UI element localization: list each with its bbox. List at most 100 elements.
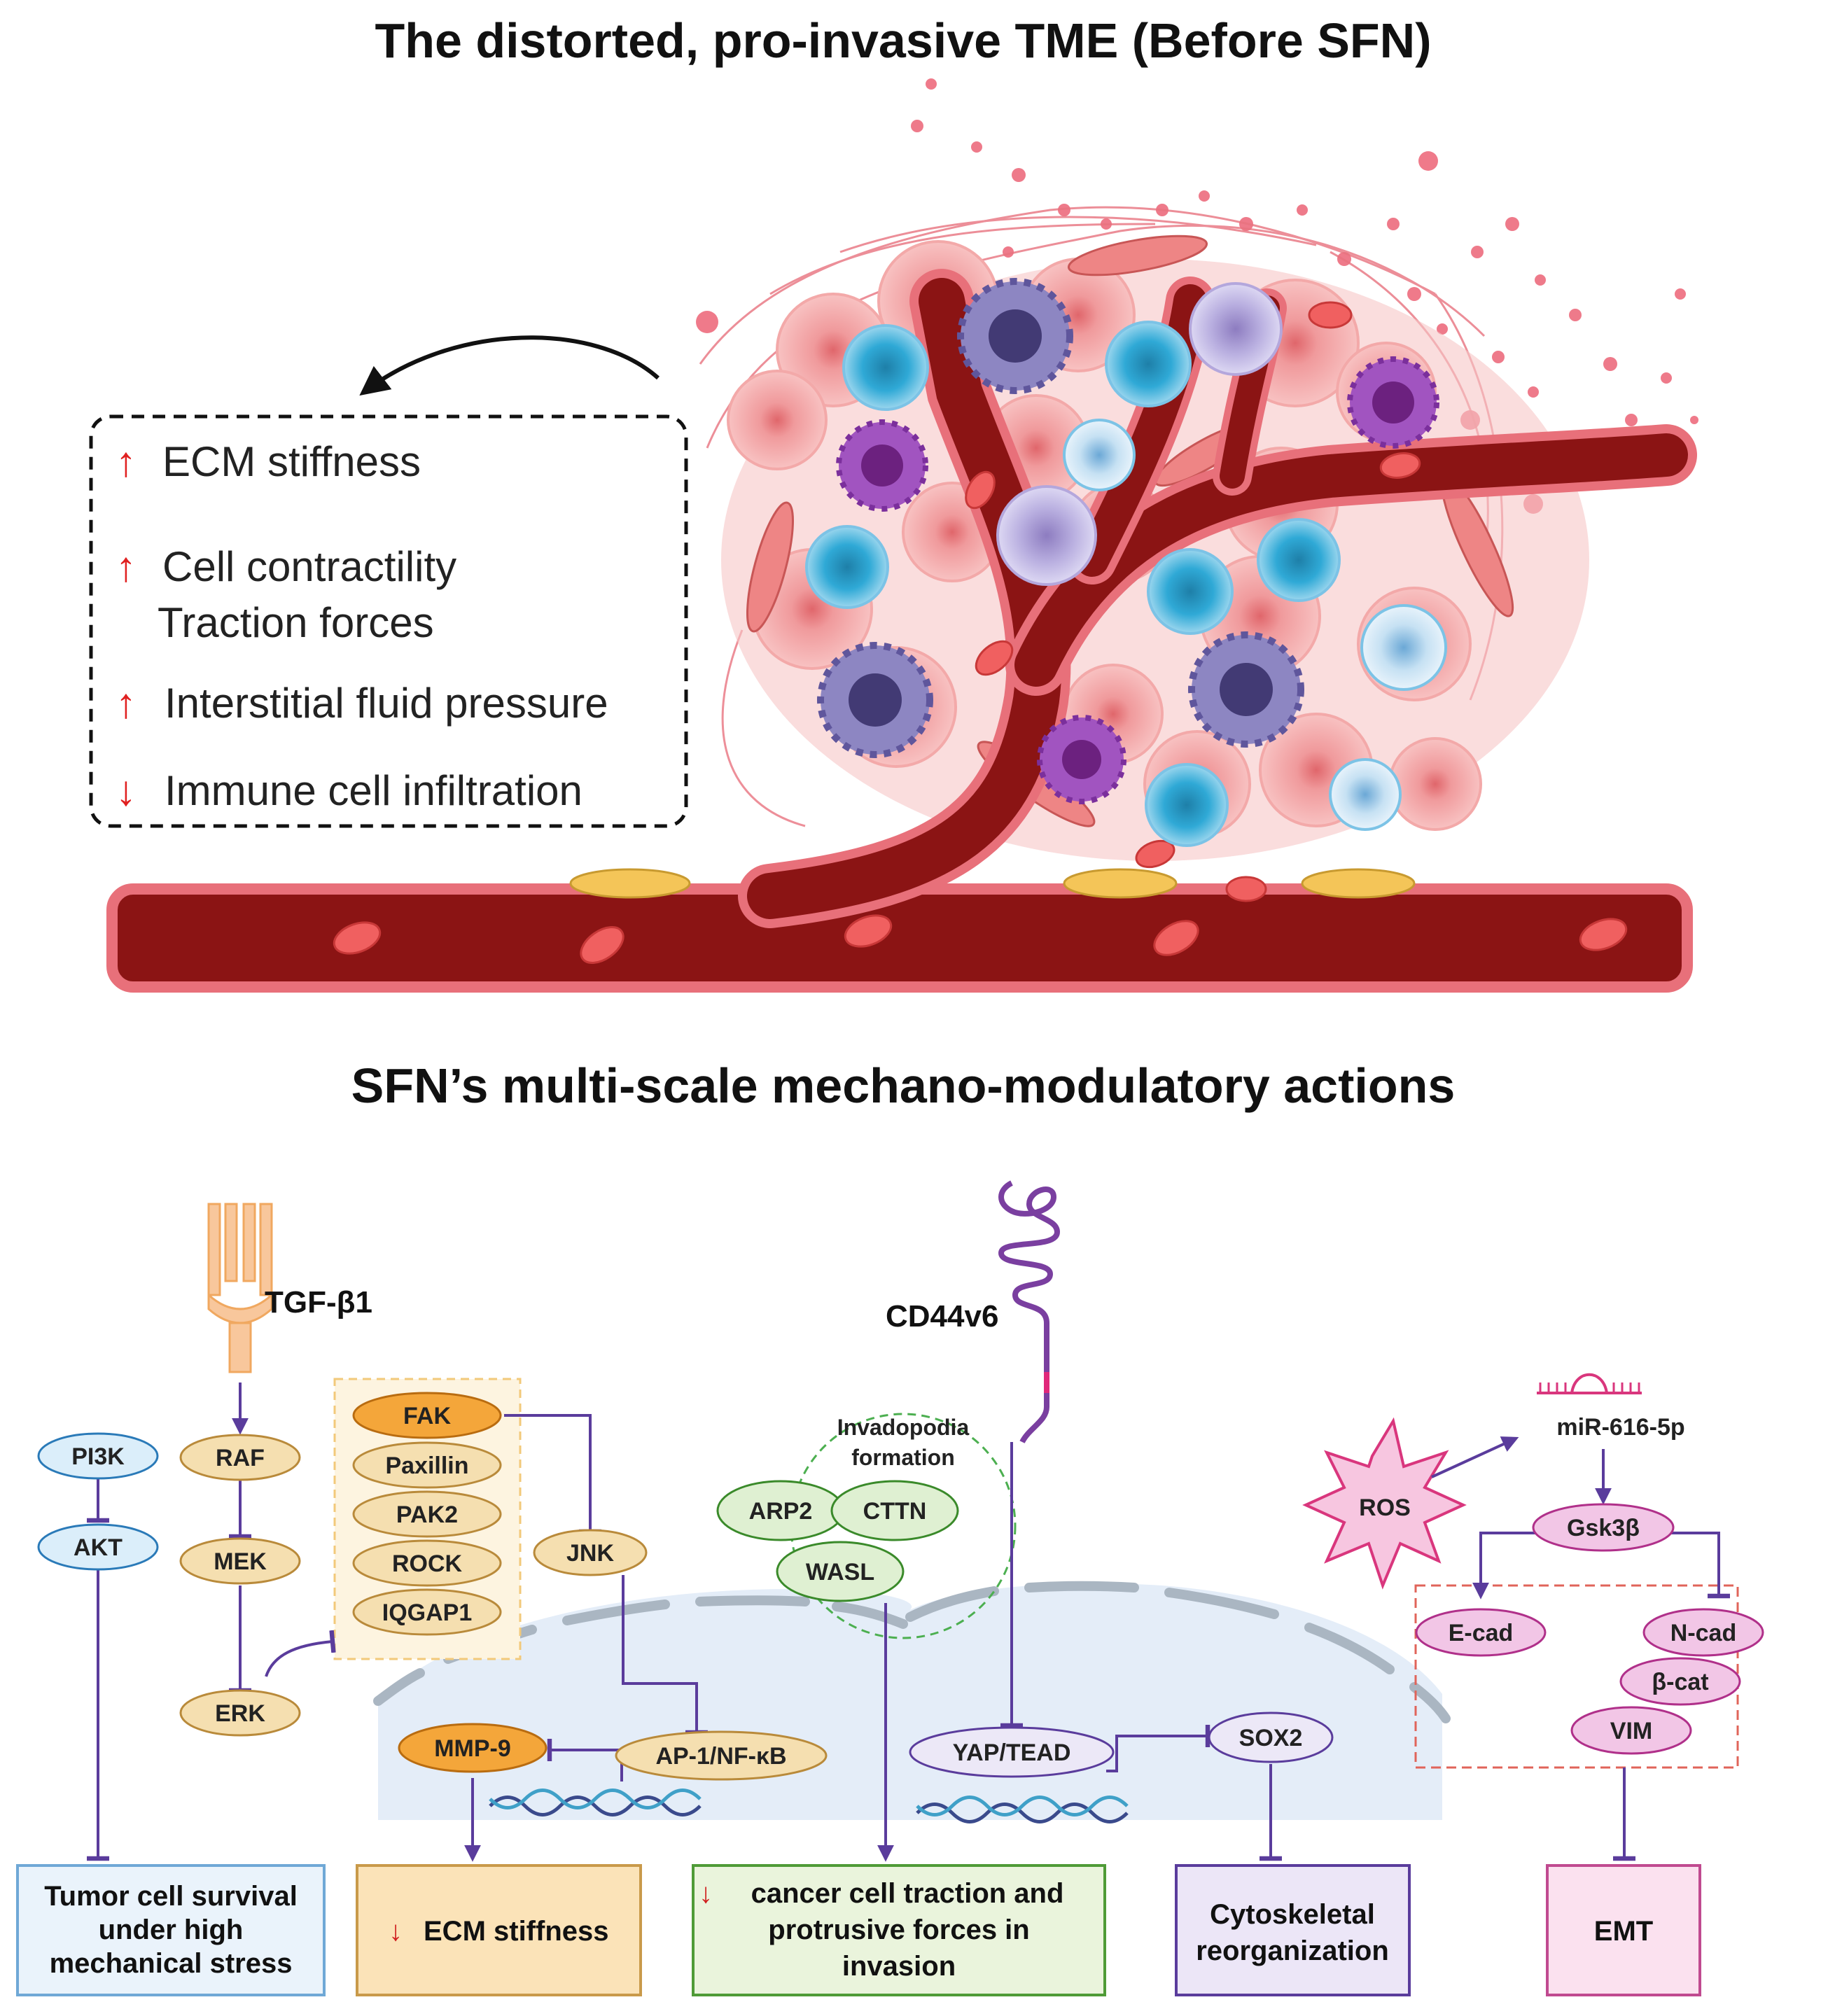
node-iqgap1 — [352, 1588, 502, 1636]
ros-burst-icon — [1302, 1417, 1467, 1590]
outcome-survival-line3: mechanical stress — [50, 1948, 293, 1979]
ros-label: ROS — [1359, 1494, 1411, 1521]
outcome-traction-line3: invasion — [842, 1951, 956, 1982]
pathway-connectors — [87, 1382, 1730, 1862]
nuclear-envelope — [373, 1581, 1451, 1723]
arrow-down-icon: ↓ — [116, 767, 137, 814]
node-pak2-label: PAK2 — [396, 1502, 458, 1528]
node-gsk3b-label: Gsk3β — [1567, 1515, 1640, 1541]
node-vim-label: VIM — [1610, 1718, 1652, 1744]
node-cttn-label: CTTN — [863, 1498, 927, 1525]
arrow-up-icon: ↑ — [116, 543, 137, 590]
outcome-survival — [16, 1864, 326, 1996]
tme-illustration — [106, 78, 1698, 993]
node-ap1 — [615, 1730, 828, 1781]
node-arp2-label: ARP2 — [749, 1498, 813, 1525]
node-paxillin-label: Paxillin — [385, 1452, 468, 1479]
node-jnk-label: JNK — [566, 1540, 614, 1567]
node-mmp9 — [398, 1723, 547, 1773]
node-raf — [179, 1434, 301, 1481]
outcome-ecm-text: ECM stiffness — [424, 1916, 609, 1947]
top-title: The distorted, pro-invasive TME (Before … — [375, 13, 1431, 68]
node-pi3k-label: PI3K — [71, 1443, 125, 1470]
dna-helix-2 — [916, 1795, 1129, 1823]
cd44v6-label: CD44v6 — [886, 1299, 998, 1334]
outcome-ecm — [356, 1864, 642, 1996]
dna-helix-1 — [489, 1788, 702, 1816]
node-ecad-label: E-cad — [1449, 1620, 1514, 1646]
pericytes — [569, 868, 1416, 899]
node-fak-label: FAK — [403, 1403, 451, 1429]
outcome-emt — [1546, 1864, 1701, 1996]
tgf-b1-label: TGF-β1 — [265, 1285, 372, 1320]
node-wasl-label: WASL — [806, 1559, 874, 1586]
outcome-cyto-line2: reorganization — [1196, 1935, 1389, 1966]
node-akt — [37, 1523, 159, 1571]
down-arrow-icon: ↓ — [699, 1878, 713, 1909]
tme-item-pressure: Interstitial fluid pressure — [165, 680, 608, 727]
node-ap1-label: AP-1/NF-κB — [655, 1743, 786, 1770]
node-vim — [1570, 1706, 1692, 1755]
node-sox2-label: SOX2 — [1239, 1725, 1303, 1751]
arrow-up-icon: ↑ — [116, 680, 137, 727]
node-pak2 — [352, 1490, 502, 1538]
node-sox2 — [1208, 1712, 1334, 1763]
node-gsk3b — [1532, 1503, 1675, 1552]
dendritic-cells — [817, 278, 1439, 804]
outcome-traction — [692, 1864, 1106, 1996]
immune-cells-lavender — [996, 282, 1283, 586]
tgf-receptor-icon — [207, 1203, 273, 1373]
node-erk-label: ERK — [215, 1700, 265, 1727]
node-bcat — [1619, 1657, 1741, 1706]
tme-properties-box: ↑ ECM stiffness ↑ Cell contractility Tra… — [89, 414, 688, 828]
bottom-title: SFN’s multi-scale mechano-modulatory act… — [351, 1058, 1456, 1113]
emt-marker-box — [1414, 1584, 1739, 1769]
node-rock — [352, 1539, 502, 1587]
node-ncad — [1642, 1608, 1764, 1657]
cell-nucleus — [373, 1581, 1451, 1820]
node-mmp9-label: MMP-9 — [434, 1735, 511, 1762]
node-fak — [352, 1392, 502, 1439]
outcome-survival-line2: under high — [99, 1914, 244, 1945]
invadopodia-label-2: formation — [851, 1445, 955, 1470]
outcome-emt-text: EMT — [1594, 1916, 1653, 1947]
mirna-label: miR-616-5p — [1556, 1414, 1684, 1441]
immune-cells-blue — [805, 321, 1447, 847]
node-yap-label: YAP/TEAD — [953, 1740, 1071, 1766]
outcome-traction-line1: cancer cell traction and — [751, 1878, 1064, 1909]
cd44v6-receptor-icon — [998, 1180, 1061, 1444]
node-mek-label: MEK — [214, 1548, 267, 1575]
outcome-traction-line2: protrusive forces in — [768, 1914, 1029, 1945]
tme-item-immune: Immune cell infiltration — [165, 767, 582, 814]
node-ncad-label: N-cad — [1670, 1620, 1736, 1646]
tme-item-ecm: ECM stiffness — [162, 438, 421, 485]
node-akt-label: AKT — [74, 1534, 123, 1561]
down-arrow-icon: ↓ — [389, 1916, 403, 1947]
invadopodia-label: Invadopodia — [837, 1415, 970, 1440]
mirna-icon — [1537, 1373, 1642, 1394]
node-bcat-label: β-cat — [1652, 1669, 1708, 1695]
outcome-cyto-line1: Cytoskeletal — [1210, 1899, 1375, 1930]
arrow-up-icon: ↑ — [116, 438, 137, 485]
node-cttn — [830, 1480, 959, 1541]
node-wasl — [776, 1541, 905, 1602]
node-erk — [179, 1689, 301, 1737]
outcome-survival-line1: Tumor cell survival — [44, 1881, 298, 1912]
outcome-cyto — [1175, 1864, 1411, 1996]
node-mek — [179, 1537, 301, 1585]
tme-item-contractility: Cell contractility — [162, 543, 456, 590]
curved-pointer-arrow — [359, 335, 660, 396]
node-rock-label: ROCK — [392, 1550, 463, 1577]
node-ecad — [1415, 1608, 1547, 1657]
node-raf-label: RAF — [216, 1445, 265, 1471]
node-iqgap1-label: IQGAP1 — [382, 1600, 472, 1626]
node-pi3k — [37, 1432, 159, 1480]
node-paxillin — [352, 1441, 502, 1489]
signaling-nodes: PI3K AKT RAF MEK ERK FAK Paxillin PAK2 R… — [37, 1392, 1764, 1781]
red-blood-cells — [333, 301, 1628, 964]
tme-item-traction: Traction forces — [158, 599, 434, 646]
node-jnk — [533, 1529, 648, 1576]
outcome-boxes: Tumor cell survival under high mechanica… — [16, 1864, 1701, 1996]
node-yap — [909, 1726, 1115, 1778]
